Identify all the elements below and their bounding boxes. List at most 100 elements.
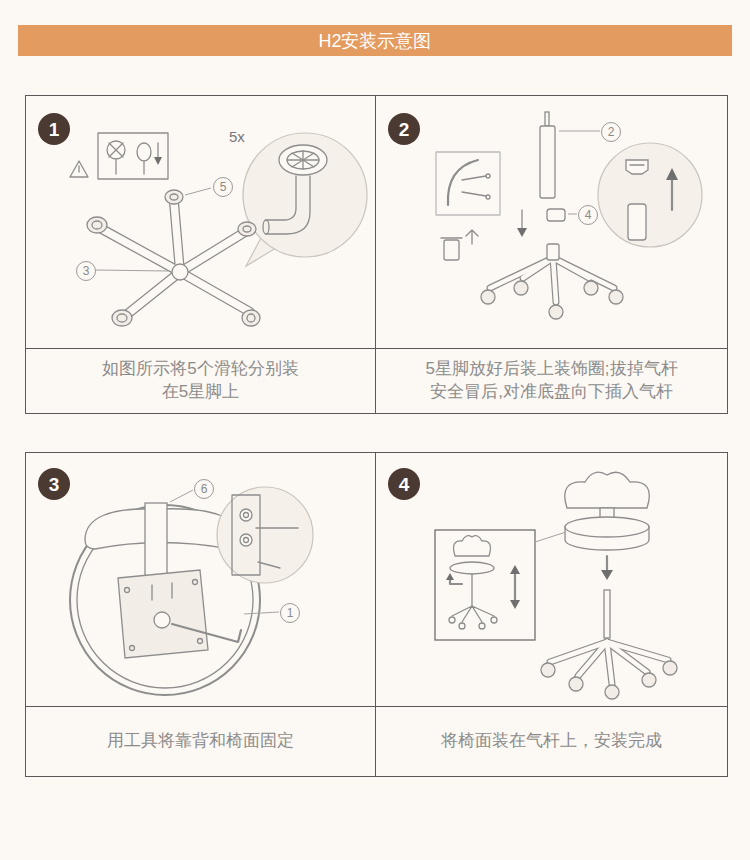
step-caption: 如图所示将5个滑轮分别装 在5星脚上 — [99, 358, 301, 404]
caster-detail-bubble — [266, 176, 296, 220]
callout-number: 1 — [280, 603, 300, 623]
callout-number-text: 2 — [608, 126, 615, 138]
quantity-label: 5x — [228, 128, 246, 145]
bolt-detail-bubble — [244, 538, 249, 543]
gas-lift-cylinder — [568, 214, 577, 215]
caster-detail-bubble — [279, 145, 327, 175]
height-adjust-inset — [459, 623, 465, 629]
height-adjust-inset — [435, 530, 566, 640]
seat-underside — [125, 588, 130, 593]
bolt-detail-bubble — [217, 487, 313, 583]
star-base-with-casters — [172, 264, 188, 280]
cap-removal-bubble — [630, 164, 644, 165]
star-base-with-casters — [523, 258, 553, 278]
warning-icons — [137, 143, 151, 161]
chair-assembly — [605, 685, 619, 699]
chair-assembly — [642, 673, 656, 687]
star-base-with-casters — [174, 202, 180, 272]
cap-removal-bubble — [671, 178, 673, 210]
seat-underside — [151, 585, 152, 600]
step-number-text: 2 — [399, 120, 410, 139]
seat-underside — [118, 570, 208, 658]
warning-icons — [157, 143, 158, 158]
step-number-text: 3 — [49, 475, 60, 494]
warning-icons — [78, 166, 79, 172]
chair-assembly — [541, 472, 677, 699]
chair-assembly — [578, 642, 607, 676]
trash-icon — [466, 230, 478, 244]
star-base-with-casters — [96, 270, 168, 271]
callout-number-text: 1 — [287, 607, 294, 619]
star-base-with-casters — [514, 281, 528, 295]
warning-icons — [70, 133, 168, 179]
bolt-detail-bubble — [232, 495, 260, 575]
armrest-icon — [462, 176, 486, 180]
cap-removal-bubble — [598, 143, 702, 247]
star-base-with-casters — [609, 290, 623, 304]
cap-removal-bubble — [666, 168, 678, 180]
seat-underside — [172, 624, 241, 642]
armrest-icon — [436, 152, 500, 215]
height-adjust-inset — [449, 617, 455, 623]
bolt-detail-bubble — [258, 562, 280, 568]
star-base-with-casters — [180, 232, 245, 272]
caption-cell: 用工具将靠背和椅面固定 — [26, 706, 375, 776]
caster-detail-bubble — [243, 133, 367, 257]
star-base-with-casters — [481, 244, 623, 319]
armrest-icon — [486, 195, 490, 199]
chair-assembly — [663, 661, 677, 675]
star-base-with-casters — [117, 314, 127, 322]
step-panel: 如图所示将5个滑轮分别装 在5星脚上 1 5 3 — [25, 95, 376, 414]
callout-number: 3 — [76, 261, 96, 281]
star-base-with-casters — [170, 194, 178, 200]
step-number-text: 1 — [49, 120, 60, 139]
star-base-with-casters — [92, 221, 102, 229]
star-base-with-casters — [180, 232, 245, 272]
caster-detail-bubble — [266, 176, 310, 234]
caster-detail-bubble — [263, 220, 269, 234]
warning-icons — [115, 160, 116, 174]
chair-assembly — [565, 472, 650, 508]
warning-icons — [109, 143, 123, 157]
chair-assembly — [604, 590, 610, 638]
star-base-with-casters — [547, 244, 559, 260]
height-adjust-inset — [446, 573, 454, 580]
height-adjust-inset — [452, 606, 494, 622]
callout-number-text: 4 — [585, 209, 592, 221]
star-base-with-casters — [125, 272, 180, 316]
height-adjust-inset — [435, 530, 535, 640]
warning-icons — [143, 162, 144, 174]
height-adjust-inset — [491, 617, 497, 623]
star-base-with-casters — [125, 272, 180, 316]
callout-number: 2 — [601, 122, 621, 142]
bolt-detail-bubble — [240, 534, 252, 546]
warning-icons — [98, 133, 168, 179]
step-number: 2 — [388, 113, 420, 145]
bolt-detail-bubble — [240, 509, 252, 521]
armrest-icon — [486, 174, 490, 178]
callout-number: 5 — [213, 177, 233, 197]
star-base-with-casters — [238, 222, 256, 236]
star-base-with-casters — [247, 314, 255, 322]
warning-icons — [107, 141, 125, 159]
seat-underside — [193, 580, 198, 585]
star-base-with-casters — [553, 258, 556, 302]
caster-detail-bubble — [292, 153, 314, 167]
star-base-with-casters — [100, 228, 180, 272]
gas-lift-cylinder — [559, 131, 600, 132]
chair-assembly — [565, 517, 649, 537]
cap-removal-bubble — [626, 160, 648, 174]
gas-lift-cylinder — [547, 209, 565, 221]
caster-detail-bubble — [292, 153, 314, 167]
seat-underside — [70, 490, 279, 695]
star-base-with-casters — [165, 190, 183, 204]
star-base-with-casters — [87, 188, 260, 326]
caption-cell: 5星脚放好后装上装饰圈;拔掉气杆 安全冒后,对准底盘向下插入气杆 — [376, 348, 727, 413]
height-adjust-inset — [471, 574, 472, 606]
step-panel: 5星脚放好后装上装饰圈;拔掉气杆 安全冒后,对准底盘向下插入气杆 2 2 4 — [375, 95, 728, 414]
step-panel: 用工具将靠背和椅面固定361 — [25, 452, 376, 777]
armrest-icon — [462, 192, 486, 196]
chair-assembly — [607, 642, 612, 684]
seat-underside — [244, 612, 279, 614]
